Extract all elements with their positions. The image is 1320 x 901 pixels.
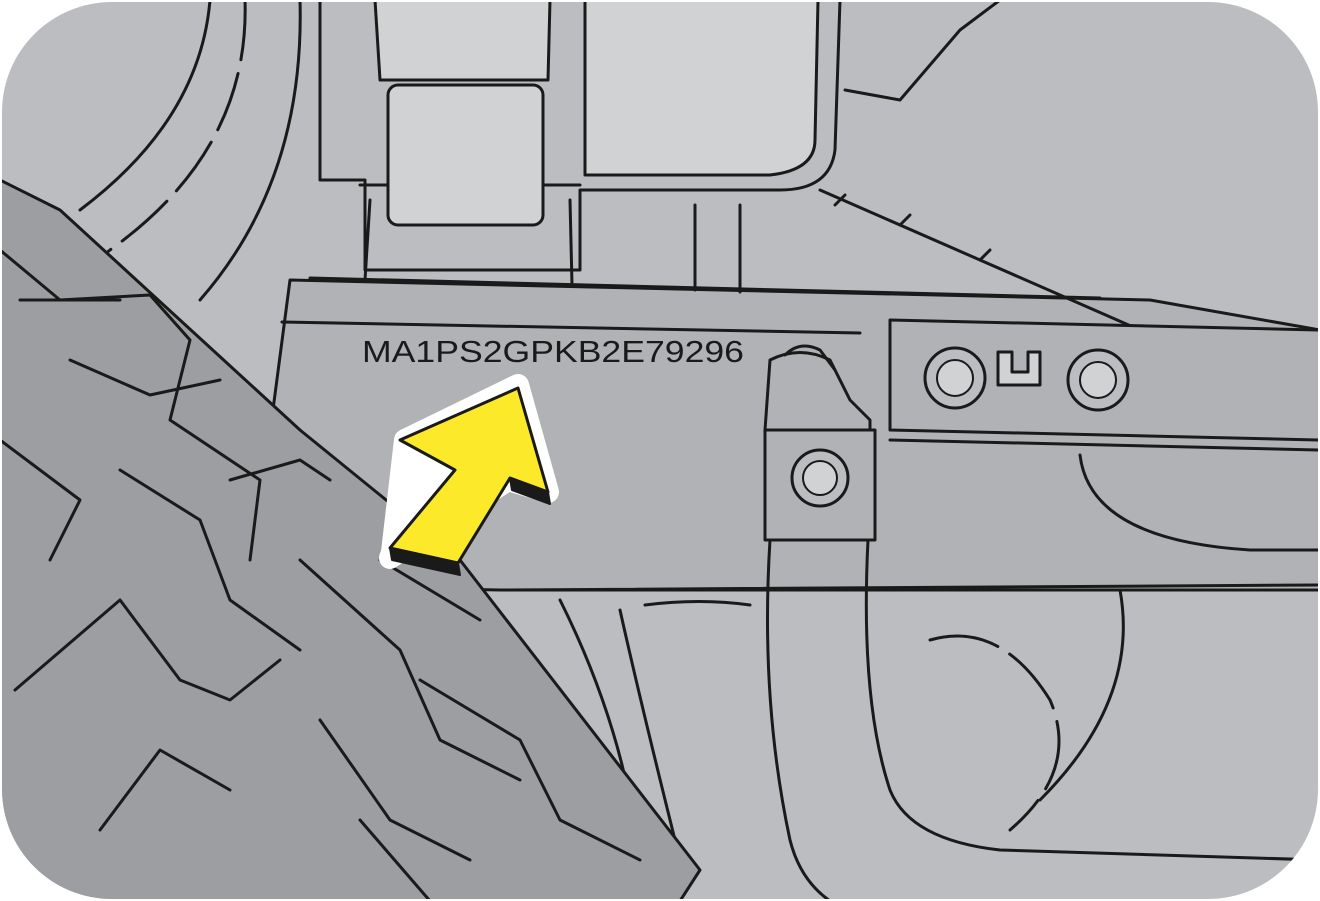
mounting-bracket: [888, 318, 1318, 552]
upper-housing: [318, 2, 1142, 332]
hanger-plate: [763, 344, 1318, 899]
vin-label: MA1PS2GPKB2E79296: [362, 334, 744, 369]
pointer-arrow: [379, 374, 559, 576]
tire: [2, 178, 702, 899]
